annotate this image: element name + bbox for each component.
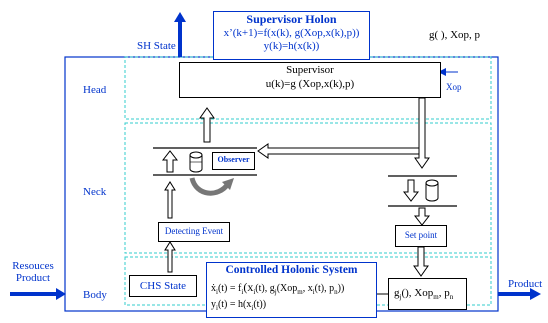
- gj-box-label: gj(), Xopm, pn: [394, 287, 454, 302]
- gj-box: [388, 278, 467, 310]
- neck-layer-box: [124, 122, 492, 254]
- set-point-box: [395, 225, 447, 247]
- observer-box: [212, 152, 255, 170]
- set-point-label: Set point: [404, 230, 438, 240]
- resources-product-label: Product: [15, 272, 51, 284]
- chs-state-label: CHS State: [139, 280, 187, 292]
- product-output-label: Product: [508, 278, 543, 290]
- top-right-input-label: g( ), Xop, p: [429, 29, 481, 41]
- supervisor-holon-eq1: x’(k+1)=f(x(k), g(Xop,x(k),p)): [223, 27, 360, 39]
- chs-title: Controlled Holonic System: [225, 264, 358, 276]
- supervisor-holon-eq2: y(k)=h(x(k)): [263, 40, 320, 52]
- supervisor-holon-box: [213, 11, 370, 60]
- supervisor-holon-title: Supervisor Holon: [246, 12, 337, 26]
- arrow-observer-to-supervisor: [199, 107, 215, 143]
- arrow-supervisor-to-setpoint: [414, 97, 430, 169]
- resources-label: Resouces: [12, 260, 54, 272]
- detecting-event-box: [158, 222, 230, 242]
- layer-body-label: Body: [83, 289, 107, 301]
- chs-state-box: [129, 275, 197, 297]
- supervisor-title: Supervisor: [286, 64, 334, 76]
- observer-label: Observer: [217, 155, 250, 164]
- supervisor-box: [179, 62, 441, 98]
- arrow-to-observer: [257, 143, 420, 159]
- detecting-event-label: Detecting Event: [164, 226, 224, 236]
- layer-neck-label: Neck: [83, 186, 107, 198]
- layer-head-label: Head: [83, 84, 107, 96]
- chs-equation-2: yi(t) = h(xi(t)): [211, 299, 267, 312]
- sh-state-label: SH State: [137, 40, 176, 52]
- chs-box: [206, 262, 377, 318]
- supervisor-xop-label: Xop: [446, 82, 462, 92]
- chs-equation-1: ẋi(t) = fi(xi(t), gj(Xopm, xi(t), pn)): [211, 280, 345, 296]
- supervisor-eq: u(k)=g (Xop,x(k),p): [265, 78, 355, 90]
